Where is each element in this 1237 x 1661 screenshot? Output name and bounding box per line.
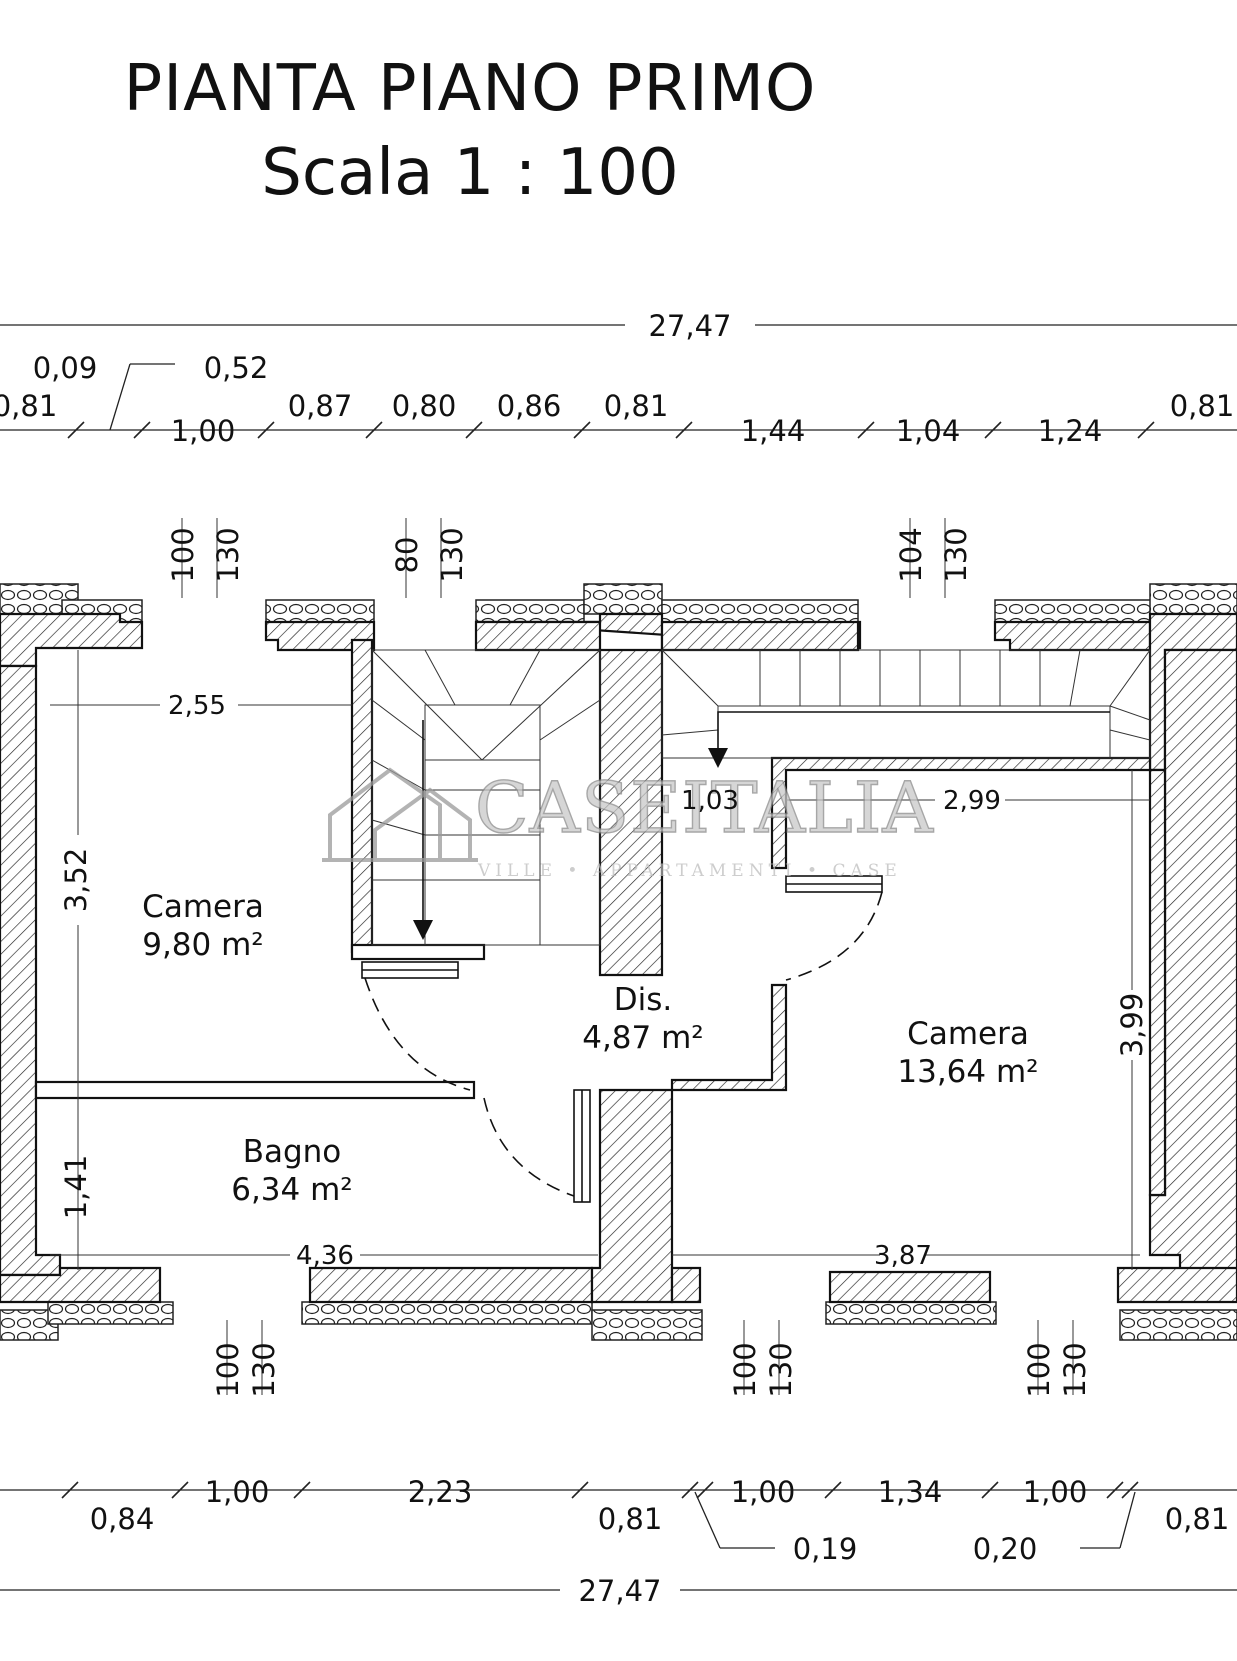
opening-top-2-height: 130	[939, 527, 973, 582]
dim-top-5: 0,80	[392, 389, 457, 423]
dim-top-6: 0,86	[497, 389, 562, 423]
opening-top-0-height: 130	[211, 527, 245, 582]
opening-bottom-1-width: 100	[728, 1342, 762, 1397]
watermark-tagline: VILLE • APPARTAMENTI • CASE	[477, 861, 902, 881]
opening-bottom-0-height: 130	[247, 1342, 281, 1397]
opening-bottom-2-height: 130	[1058, 1342, 1092, 1397]
dim-bottom-0: 0,84	[90, 1502, 155, 1536]
plan-scale: Scala 1 : 100	[261, 136, 679, 210]
opening-reference-lines	[181, 518, 1074, 1395]
dim-top-3: 1,00	[171, 414, 236, 448]
interior-dimension-lines	[50, 650, 1150, 1270]
dimension-lines	[0, 324, 1237, 1591]
dim-camera-right-width: 2,99	[943, 786, 1001, 816]
room-name-camera-left: Camera	[142, 889, 264, 925]
insulation-layer	[0, 583, 1237, 1341]
dim-bagno-width: 4,36	[296, 1241, 354, 1271]
partitions	[34, 943, 486, 1100]
opening-top-1-height: 130	[435, 527, 469, 582]
dim-top-10: 1,24	[1038, 414, 1103, 448]
watermark-brand: CASEITALIA	[475, 767, 934, 849]
dim-top-2: 0,52	[204, 351, 269, 385]
dim-camera-left-depth: 3,52	[59, 848, 93, 913]
dim-bottom-7: 1,00	[1023, 1475, 1088, 1509]
dimension-ticks	[61, 421, 1155, 1499]
room-name-camera-right: Camera	[907, 1016, 1029, 1052]
dim-bagno-depth: 1,41	[59, 1155, 93, 1220]
watermark-logo: CASEITALIA VILLE • APPARTAMENTI • CASE	[322, 766, 934, 881]
dim-camera-right-bottom: 3,87	[874, 1241, 932, 1271]
stair-right-arrow-icon	[708, 748, 728, 768]
opening-bottom-0-width: 100	[211, 1342, 245, 1397]
stair-left-arrow-icon	[413, 920, 433, 940]
dim-top-8: 1,44	[741, 414, 806, 448]
stair-left	[371, 649, 601, 946]
stair-right	[661, 649, 1151, 759]
opening-top-2-width: 104	[894, 527, 928, 582]
dim-bottom-9: 0,81	[1165, 1502, 1230, 1536]
opening-labels-bottom: 100 130 100 130 100 130	[211, 1342, 1092, 1397]
interior-dimension-labels: 2,55 3,52 1,41 4,36 1,03 2,99 3,99 3,87	[59, 691, 1149, 1271]
dim-bottom-8: 0,20	[973, 1532, 1038, 1566]
room-area-camera-right: 13,64 m²	[897, 1054, 1038, 1090]
opening-top-1-width: 80	[390, 537, 424, 574]
opening-bottom-1-height: 130	[764, 1342, 798, 1397]
room-name-bagno: Bagno	[243, 1134, 342, 1170]
room-area-camera-left: 9,80 m²	[142, 927, 264, 963]
dim-total-top: 27,47	[648, 309, 731, 343]
doors	[361, 875, 883, 1203]
opening-bottom-2-width: 100	[1022, 1342, 1056, 1397]
dim-camera-left-width: 2,55	[168, 691, 226, 721]
dim-bottom-1: 1,00	[205, 1475, 270, 1509]
exterior-dimension-labels: 27,47 0,81 0,09 0,52 1,00 0,87 0,80 0,86…	[0, 309, 1234, 1608]
opening-labels-top: 100 130 80 130 104 130	[166, 527, 973, 582]
room-name-dis: Dis.	[614, 982, 673, 1018]
room-labels: Camera 9,80 m² Bagno 6,34 m² Dis. 4,87 m…	[142, 889, 1038, 1208]
dim-top-0: 0,81	[0, 389, 57, 423]
opening-top-0-width: 100	[166, 527, 200, 582]
dim-bottom-4: 1,00	[731, 1475, 796, 1509]
dim-camera-right-depth: 3,99	[1115, 993, 1149, 1058]
walls	[0, 612, 1237, 1304]
room-area-bagno: 6,34 m²	[231, 1172, 353, 1208]
room-area-dis: 4,87 m²	[582, 1020, 704, 1056]
dim-top-11: 0,81	[1170, 389, 1235, 423]
dim-bottom-3: 0,81	[598, 1502, 663, 1536]
plan-title: PIANTA PIANO PRIMO	[123, 52, 817, 126]
dim-total-bottom: 27,47	[578, 1574, 661, 1608]
dim-dis-width: 1,03	[681, 786, 739, 816]
house-logo-icon	[322, 767, 478, 862]
dim-bottom-5: 0,19	[793, 1532, 858, 1566]
dim-bottom-2: 2,23	[408, 1475, 473, 1509]
dim-bottom-6: 1,34	[878, 1475, 943, 1509]
dim-top-7: 0,81	[604, 389, 669, 423]
dim-top-9: 1,04	[896, 414, 961, 448]
dim-top-1: 0,09	[33, 351, 98, 385]
dim-top-4: 0,87	[288, 389, 353, 423]
